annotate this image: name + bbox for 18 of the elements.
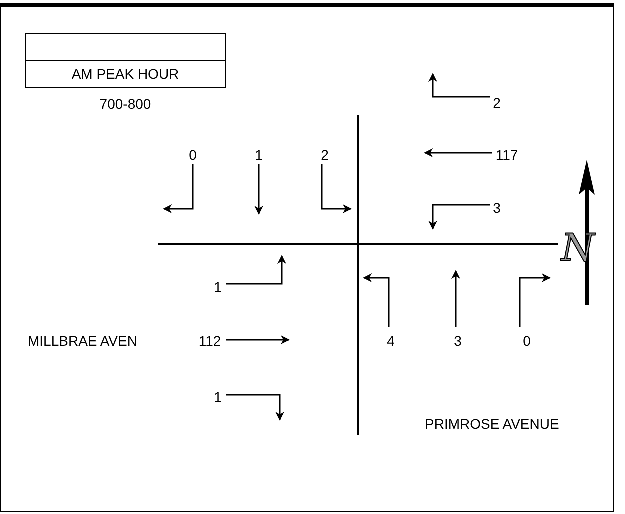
turning-count: 3 [493, 200, 501, 216]
header-title: AM PEAK HOUR [72, 66, 180, 82]
time-period: 700-800 [100, 96, 152, 112]
turning-count: 3 [454, 333, 462, 349]
turning-count: 117 [496, 147, 518, 163]
turning-count: 112 [198, 333, 222, 349]
turning-count: 4 [387, 333, 395, 349]
street-name: MILLBRAE AVEN [28, 333, 138, 349]
turning-count: 1 [214, 279, 222, 295]
turning-count: 1 [214, 389, 222, 405]
turning-count: 2 [321, 147, 329, 163]
turning-count: 0 [189, 147, 197, 163]
street-name: PRIMROSE AVENUE [425, 416, 560, 432]
turning-count: 0 [523, 333, 531, 349]
turning-count: 1 [255, 147, 263, 163]
header-box [25, 60, 226, 88]
turning-count: 2 [493, 95, 501, 111]
blank-header-box [25, 33, 226, 61]
